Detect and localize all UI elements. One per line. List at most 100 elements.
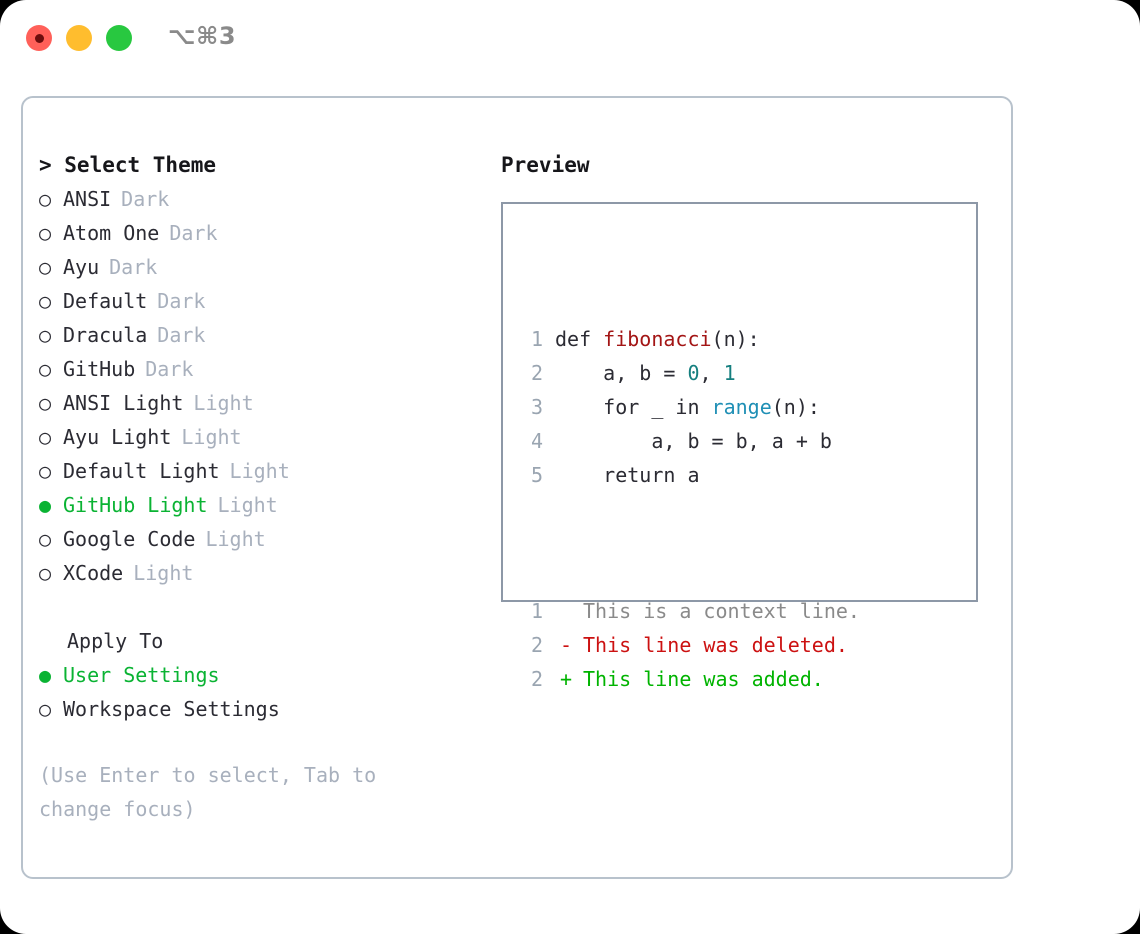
radio-unselected-icon: ○ bbox=[39, 289, 52, 313]
title-bar: ⌥⌘3 bbox=[0, 0, 1140, 78]
code-token-plain: return a bbox=[555, 463, 700, 487]
line-number: 2 bbox=[530, 361, 543, 385]
theme-list-item[interactable]: ● GitHub Light Light bbox=[39, 488, 479, 522]
radio-selected-icon: ● bbox=[39, 663, 52, 687]
apply-to-label: Workspace Settings bbox=[63, 697, 280, 721]
diff-text: This line was deleted. bbox=[583, 633, 848, 657]
radio-unselected-icon: ○ bbox=[39, 459, 52, 483]
theme-list-item[interactable]: ○ Ayu Light Light bbox=[39, 420, 479, 454]
diff-text: This is a context line. bbox=[583, 599, 860, 623]
radio-selected-icon: ● bbox=[39, 493, 52, 517]
code-token-plain: for _ in bbox=[555, 395, 712, 419]
minimize-button[interactable] bbox=[66, 25, 92, 51]
theme-name-label: Ayu bbox=[63, 255, 100, 279]
diff-line: 2-This line was deleted. bbox=[517, 628, 860, 662]
diff-sample: 1 This is a context line.2-This line was… bbox=[517, 594, 860, 696]
line-number: 4 bbox=[530, 429, 543, 453]
radio-unselected-icon: ○ bbox=[39, 391, 52, 415]
code-token-fn: fibonacci bbox=[603, 327, 712, 351]
diff-sign: + bbox=[559, 667, 573, 691]
code-line: 4 a, b = b, a + b bbox=[517, 424, 860, 458]
code-line: 1 def fibonacci(n): bbox=[517, 322, 860, 356]
radio-unselected-icon: ○ bbox=[39, 425, 52, 449]
theme-variant-badge: Light bbox=[181, 425, 242, 449]
theme-variant-badge: Dark bbox=[157, 323, 206, 347]
radio-unselected-icon: ○ bbox=[39, 527, 52, 551]
code-token-plain: (n): bbox=[711, 327, 760, 351]
code-token-plain: (n): bbox=[771, 395, 820, 419]
diff-line: 2 + This line was added. bbox=[517, 662, 860, 696]
code-token-plain: a, b = bbox=[555, 361, 688, 385]
theme-list-item[interactable]: ○ ANSI Light Light bbox=[39, 386, 479, 420]
code-line: 5 return a bbox=[517, 458, 860, 492]
theme-name-label: Atom One bbox=[63, 221, 160, 245]
theme-name-label: ANSI bbox=[63, 187, 112, 211]
theme-name-label: XCode bbox=[63, 561, 124, 585]
code-line: 2 a, b = 0, 1 bbox=[517, 356, 860, 390]
apply-to-label: User Settings bbox=[63, 663, 220, 687]
diff-line-number: 2 bbox=[530, 667, 543, 691]
theme-name-label: Ayu Light bbox=[63, 425, 172, 449]
keyboard-hint-text: (Use Enter to select, Tab to change focu… bbox=[39, 763, 377, 821]
theme-name-label: Default bbox=[63, 289, 148, 313]
diff-line-number: 1 bbox=[530, 599, 543, 623]
radio-unselected-icon: ○ bbox=[39, 187, 52, 211]
theme-list-item[interactable]: ○ Default Light Light bbox=[39, 454, 479, 488]
theme-variant-badge: Light bbox=[193, 391, 254, 415]
theme-list-item[interactable]: ○ XCode Light bbox=[39, 556, 479, 590]
theme-variant-badge: Light bbox=[229, 459, 290, 483]
line-number: 1 bbox=[530, 327, 543, 351]
apply-to-list[interactable]: ● User Settings ○ Workspace Settings bbox=[39, 658, 479, 726]
theme-list-item[interactable]: ○ Dracula Dark bbox=[39, 318, 479, 352]
theme-list-item[interactable]: ○ Default Dark bbox=[39, 284, 479, 318]
theme-variant-badge: Light bbox=[217, 493, 278, 517]
theme-variant-badge: Light bbox=[133, 561, 194, 585]
theme-variant-badge: Dark bbox=[157, 289, 206, 313]
theme-name-label: ANSI Light bbox=[63, 391, 184, 415]
window-controls bbox=[26, 25, 132, 51]
diff-line: 1 This is a context line. bbox=[517, 594, 860, 628]
radio-unselected-icon: ○ bbox=[39, 697, 52, 721]
apply-to-heading: Apply To bbox=[67, 629, 164, 653]
code-line: 3 for _ in range(n): bbox=[517, 390, 860, 424]
radio-unselected-icon: ○ bbox=[39, 255, 52, 279]
code-token-num: 0 bbox=[687, 361, 700, 385]
code-token-call: range bbox=[711, 395, 772, 419]
close-button[interactable] bbox=[26, 25, 52, 51]
theme-variant-badge: Dark bbox=[109, 255, 158, 279]
apply-to-option[interactable]: ○ Workspace Settings bbox=[39, 692, 479, 726]
theme-name-label: GitHub bbox=[63, 357, 136, 381]
radio-unselected-icon: ○ bbox=[39, 561, 52, 585]
line-number: 5 bbox=[530, 463, 543, 487]
theme-name-label: Default Light bbox=[63, 459, 220, 483]
apply-to-option[interactable]: ● User Settings bbox=[39, 658, 479, 692]
recording-indicator-icon bbox=[34, 33, 44, 43]
theme-list-item[interactable]: ○ Ayu Dark bbox=[39, 250, 479, 284]
code-token-num: 1 bbox=[723, 361, 736, 385]
theme-name-label: GitHub Light bbox=[63, 493, 208, 517]
theme-name-label: Dracula bbox=[63, 323, 148, 347]
keyboard-shortcut-label: ⌥⌘3 bbox=[168, 22, 237, 50]
radio-unselected-icon: ○ bbox=[39, 221, 52, 245]
diff-line-number: 2 bbox=[530, 633, 543, 657]
code-token-plain: a, b = b, a + b bbox=[555, 429, 832, 453]
select-theme-heading: > Select Theme bbox=[39, 153, 217, 177]
diff-sign bbox=[555, 594, 577, 628]
code-token-plain: def bbox=[555, 327, 604, 351]
code-token-plain: , bbox=[699, 361, 724, 385]
maximize-button[interactable] bbox=[106, 25, 132, 51]
diff-text: This line was added. bbox=[583, 667, 824, 691]
radio-unselected-icon: ○ bbox=[39, 323, 52, 347]
